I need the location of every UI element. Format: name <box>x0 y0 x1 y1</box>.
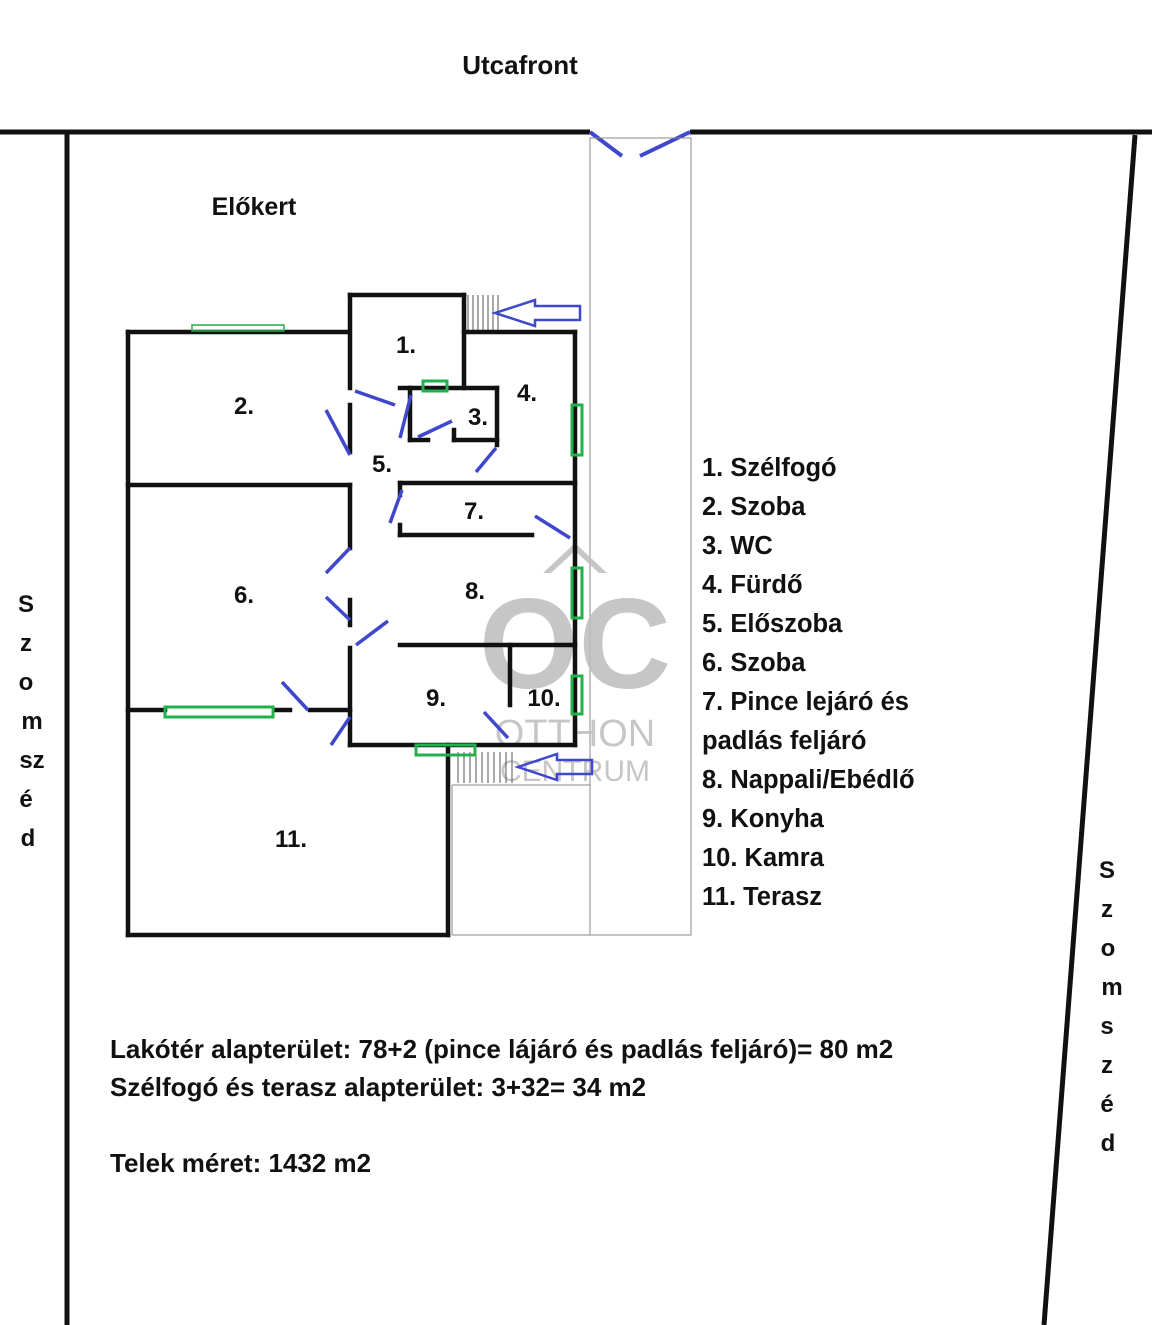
entrance-arrow-icon <box>490 298 582 328</box>
svg-text:d: d <box>1101 1130 1116 1157</box>
svg-text:o: o <box>19 669 34 696</box>
legend-item: 6. Szoba <box>702 649 806 677</box>
front-garden-label: Előkert <box>212 193 297 221</box>
legend-item: padlás feljáró <box>702 727 867 755</box>
svg-text:m: m <box>21 708 42 735</box>
legend-item: 3. WC <box>702 532 773 560</box>
door-icon <box>280 680 310 712</box>
door-icon <box>398 394 413 439</box>
neighbor-left-label: S z o m sz é d <box>18 591 45 852</box>
room-9-label: 9. <box>426 685 446 712</box>
room-legend: 1. Szélfogó 2. Szoba 3. WC 4. Fürdő 5. E… <box>702 449 915 917</box>
window-icon <box>414 743 477 757</box>
area-info: Lakótér alapterület: 78+2 (pince lájáró … <box>110 1030 893 1182</box>
room-8-label: 8. <box>465 578 485 605</box>
door-icon <box>324 409 352 456</box>
room-4-label: 4. <box>517 380 537 407</box>
window-icon <box>570 403 584 457</box>
room-10-label: 10. <box>527 685 560 712</box>
room-1-label: 1. <box>396 332 416 359</box>
room-3-label: 3. <box>468 404 488 431</box>
porch-terrace-area-text: Szélfogó és terasz alapterület: 3+32= 34… <box>110 1072 647 1102</box>
room-11-label: 11. <box>275 826 307 853</box>
door-icon <box>388 489 404 524</box>
svg-text:s: s <box>1100 1013 1113 1040</box>
door-icon <box>354 619 390 647</box>
svg-text:z: z <box>1101 1052 1113 1079</box>
svg-text:m: m <box>1101 974 1122 1001</box>
legend-item: 9. Konyha <box>702 805 824 833</box>
door-icon <box>329 716 352 746</box>
legend-item: 4. Fürdő <box>702 571 803 599</box>
room-5-label: 5. <box>372 451 392 478</box>
window-icon <box>570 566 584 620</box>
legend-item: 8. Nappali/Ebédlő <box>702 766 915 794</box>
windows <box>163 324 584 757</box>
svg-text:S: S <box>1099 857 1115 884</box>
window-icon <box>570 674 584 716</box>
legend-item: 1. Szélfogó <box>702 454 837 482</box>
window-icon <box>163 705 275 719</box>
legend-item: 7. Pince lejáró és <box>702 688 909 716</box>
svg-text:S: S <box>18 591 34 618</box>
living-area-text: Lakótér alapterület: 78+2 (pince lájáró … <box>110 1034 894 1064</box>
legend-item: 10. Kamra <box>702 844 824 872</box>
svg-text:d: d <box>21 825 36 852</box>
svg-text:é: é <box>1100 1091 1113 1118</box>
roof-icon <box>543 543 607 573</box>
door-icon <box>354 389 396 407</box>
svg-text:é: é <box>19 786 32 813</box>
street-label: Utcafront <box>462 50 578 80</box>
door-icon <box>482 710 510 740</box>
kitchen-entrance-arrow-icon <box>514 752 594 782</box>
neighbor-right-label: S z o m s z é d <box>1099 857 1123 1157</box>
kitchen-stairs <box>457 752 513 783</box>
door-icon <box>474 446 498 474</box>
room-6-label: 6. <box>234 582 254 609</box>
door-icon <box>417 419 453 439</box>
door-icon <box>324 546 352 575</box>
svg-text:z: z <box>1101 896 1113 923</box>
legend-item: 2. Szoba <box>702 493 806 521</box>
room-2-label: 2. <box>234 393 254 420</box>
door-icon <box>324 595 352 622</box>
svg-text:z: z <box>20 630 32 657</box>
window-icon <box>191 324 285 332</box>
window-icon <box>421 379 449 393</box>
gate-icon <box>588 130 691 158</box>
doors <box>280 389 571 746</box>
room-7-label: 7. <box>464 498 484 525</box>
door-icon <box>534 514 571 540</box>
legend-item: 5. Előszoba <box>702 610 843 638</box>
driveway <box>451 137 692 936</box>
property-boundary <box>0 129 1152 1325</box>
room-labels: 1. 2. 3. 4. 5. 6. 7. 8. 9. 10. 11. <box>234 332 561 853</box>
legend-item: 11. Terasz <box>702 883 823 911</box>
svg-text:o: o <box>1101 935 1116 962</box>
plot-size-text: Telek méret: 1432 m2 <box>110 1148 372 1178</box>
svg-text:sz: sz <box>19 747 44 774</box>
